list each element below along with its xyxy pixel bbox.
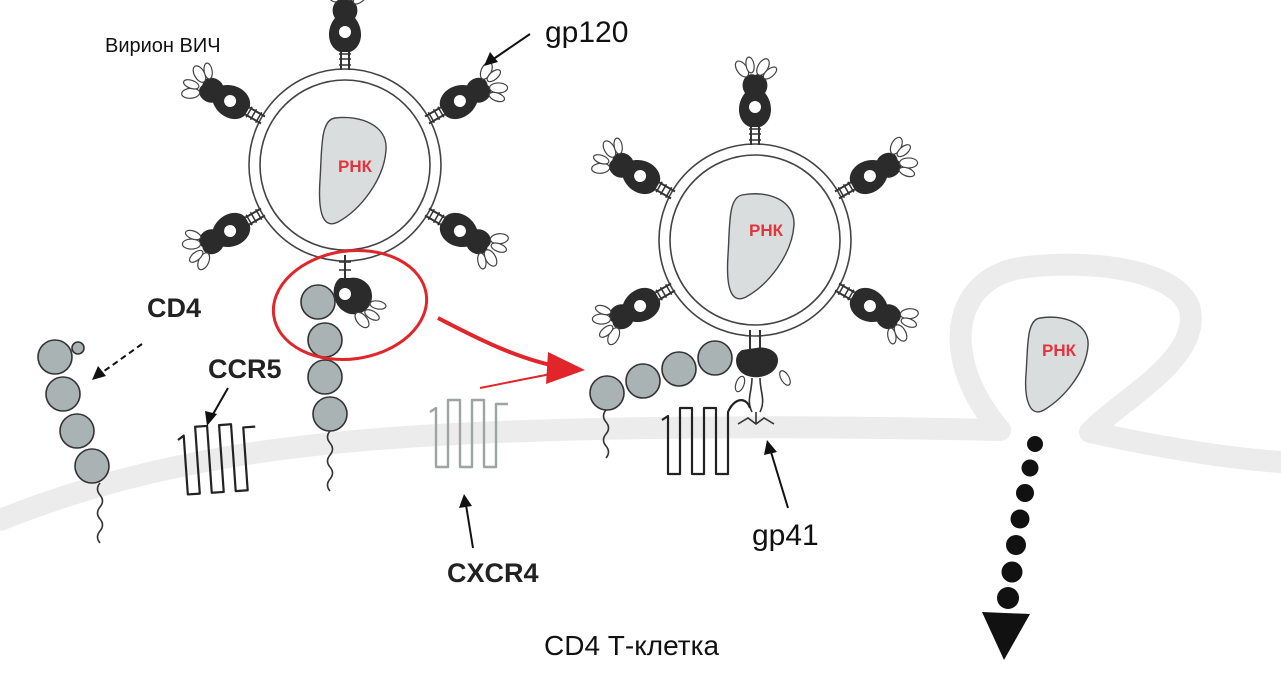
cd4-receptor-attached xyxy=(589,340,733,459)
ccr5-coreceptor-engaged xyxy=(661,399,752,476)
cell-label: CD4 Т-клетка xyxy=(544,630,719,661)
transition-arrow xyxy=(437,316,585,389)
cxcr4-label: CXCR4 xyxy=(447,558,539,588)
virion-label: Вирион ВИЧ xyxy=(105,35,221,57)
rna-released: РНК xyxy=(1024,316,1089,413)
hiv-virion-right: РНК xyxy=(583,55,927,353)
rna-capsule-right xyxy=(726,193,795,300)
binding-highlight xyxy=(271,248,429,362)
gp120-label: gp120 xyxy=(545,16,628,49)
gp120-bound-spike xyxy=(333,255,387,329)
cell-membrane xyxy=(0,253,1281,531)
ccr5-label: CCR5 xyxy=(208,354,282,384)
cd4-receptor-free xyxy=(37,339,110,544)
rna-label-cell: РНК xyxy=(1042,341,1077,360)
hiv-virion-left: РНК xyxy=(173,0,517,278)
rna-path-dotted-arrow xyxy=(982,436,1043,660)
gp41-label: gp41 xyxy=(752,519,819,552)
cd4-receptor-bound xyxy=(300,284,348,492)
rna-label-left: РНК xyxy=(338,157,373,176)
cd4-label: CD4 xyxy=(147,293,201,323)
pointer-arrows xyxy=(92,33,789,549)
rna-label-right: РНК xyxy=(749,221,784,240)
gp41-fusion-peptide xyxy=(734,330,791,425)
rna-capsule-left xyxy=(318,116,387,225)
